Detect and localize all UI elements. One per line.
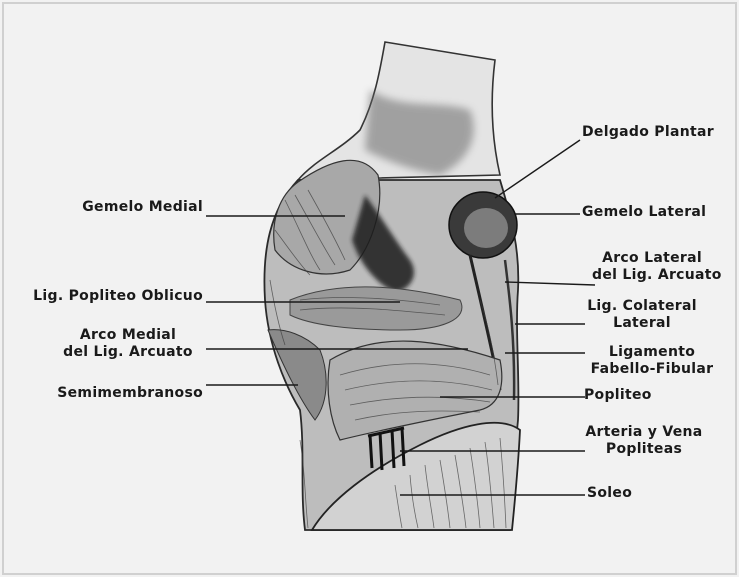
label-lig-popliteo-oblicuo: Lig. Popliteo Oblicuo: [33, 288, 203, 305]
label-delgado-plantar: Delgado Plantar: [582, 124, 714, 141]
label-semimembranoso: Semimembranoso: [57, 385, 203, 402]
label-soleo: Soleo: [587, 485, 632, 502]
label-arco-lateral: Arco Lateral del Lig. Arcuato: [592, 250, 712, 284]
label-arco-lateral-line2: del Lig. Arcuato: [592, 267, 712, 284]
label-arteria-line1: Arteria y Vena: [584, 424, 704, 441]
label-arteria-vena: Arteria y Vena Popliteas: [584, 424, 704, 458]
label-popliteo: Popliteo: [584, 387, 652, 404]
label-arco-medial: Arco Medial del Lig. Arcuato: [52, 327, 204, 361]
label-arteria-line2: Popliteas: [584, 441, 704, 458]
label-gemelo-lateral: Gemelo Lateral: [582, 204, 706, 221]
label-arco-lateral-line1: Arco Lateral: [592, 250, 712, 267]
label-ligamento-line2: Fabello-Fibular: [582, 361, 722, 378]
label-arco-medial-line1: Arco Medial: [52, 327, 204, 344]
leader-delgado-plantar: [495, 140, 580, 198]
lateral-head-inner: [464, 208, 508, 248]
label-arco-medial-line2: del Lig. Arcuato: [52, 344, 204, 361]
label-lig-colateral: Lig. Colateral Lateral: [582, 298, 702, 332]
label-lig-colateral-line2: Lateral: [582, 315, 702, 332]
label-ligamento-line1: Ligamento: [582, 344, 722, 361]
label-ligamento-fabelo-fibular: Ligamento Fabello-Fibular: [582, 344, 722, 378]
label-lig-colateral-line1: Lig. Colateral: [582, 298, 702, 315]
label-gemelo-medial: Gemelo Medial: [82, 199, 203, 216]
